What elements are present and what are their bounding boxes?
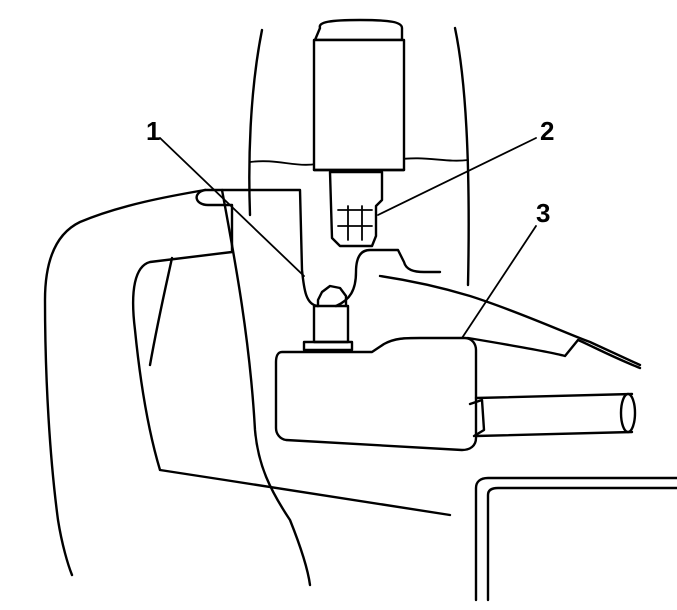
leader-line-3 (461, 225, 537, 339)
sensor-bolt (302, 248, 442, 352)
callout-leaders (159, 137, 537, 339)
socket-tool (312, 18, 406, 248)
leader-line-2 (377, 137, 537, 216)
body-panel-right (378, 274, 642, 370)
sensor-module (274, 336, 637, 452)
callout-3: 3 (536, 198, 550, 228)
callout-2: 2 (540, 116, 554, 146)
leader-line-1 (159, 137, 305, 277)
lower-frame (474, 476, 677, 602)
callout-1: 1 (146, 116, 160, 146)
